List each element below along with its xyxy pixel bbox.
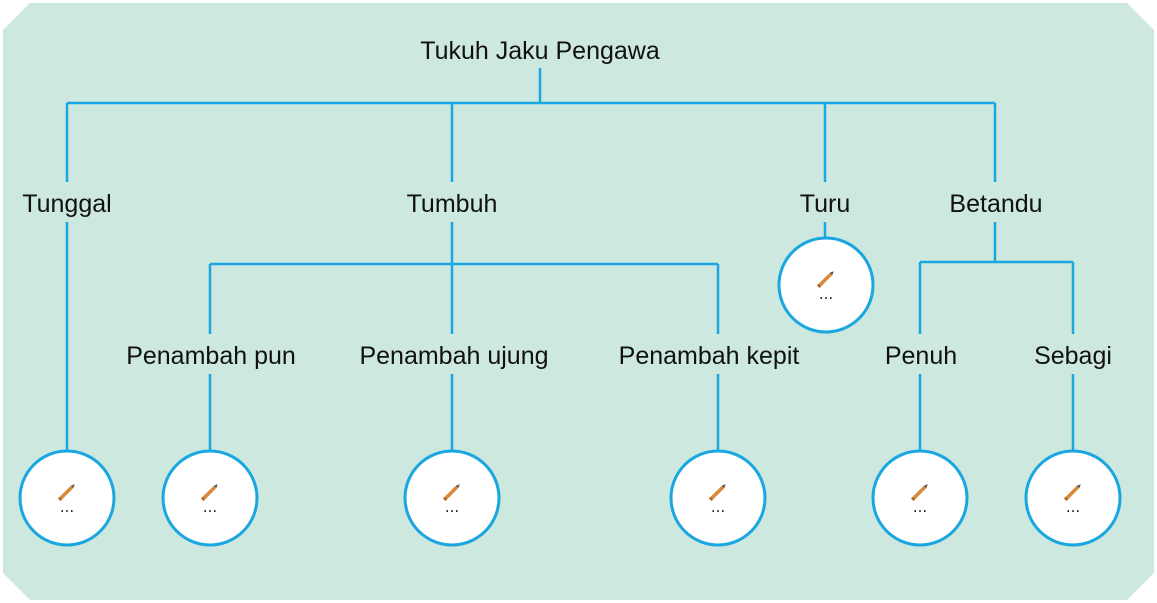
answer-placeholder: ... <box>819 285 833 303</box>
answer-circle-penambah-kepit[interactable]: ... <box>669 449 767 547</box>
answer-placeholder: ... <box>445 498 459 516</box>
pencil-icon <box>816 271 834 289</box>
subbranch-label-penambah-pun: Penambah pun <box>126 342 296 370</box>
subbranch-label-penambah-ujung: Penambah ujung <box>359 342 548 370</box>
branch-label-turu: Turu <box>800 190 850 218</box>
answer-circle-penuh[interactable]: ... <box>871 449 969 547</box>
branch-label-tumbuh: Tumbuh <box>407 190 498 218</box>
answer-placeholder: ... <box>203 498 217 516</box>
answer-circle-sebagi[interactable]: ... <box>1024 449 1122 547</box>
branch-label-tunggal: Tunggal <box>22 190 111 218</box>
answer-circle-penambah-ujung[interactable]: ... <box>403 449 501 547</box>
subbranch-label-penambah-kepit: Penambah kepit <box>619 342 800 370</box>
pencil-icon <box>442 484 460 502</box>
pencil-icon <box>910 484 928 502</box>
pencil-icon <box>200 484 218 502</box>
pencil-icon <box>708 484 726 502</box>
answer-circle-tunggal[interactable]: ... <box>18 449 116 547</box>
answer-placeholder: ... <box>913 498 927 516</box>
root-label: Tukuh Jaku Pengawa <box>420 37 660 65</box>
answer-circle-turu[interactable]: ... <box>777 236 875 334</box>
connector-lines <box>65 68 1075 451</box>
diagram-background <box>3 3 1154 600</box>
pencil-icon <box>57 484 75 502</box>
branch-label-betandu: Betandu <box>949 190 1042 218</box>
answer-placeholder: ... <box>1066 498 1080 516</box>
answer-circle-penambah-pun[interactable]: ... <box>161 449 259 547</box>
answer-placeholder: ... <box>711 498 725 516</box>
answer-placeholder: ... <box>60 498 74 516</box>
label-masks <box>8 32 1126 374</box>
pencil-icon <box>1063 484 1081 502</box>
subbranch-label-sebagi: Sebagi <box>1034 342 1112 370</box>
subbranch-label-penuh: Penuh <box>885 342 957 370</box>
